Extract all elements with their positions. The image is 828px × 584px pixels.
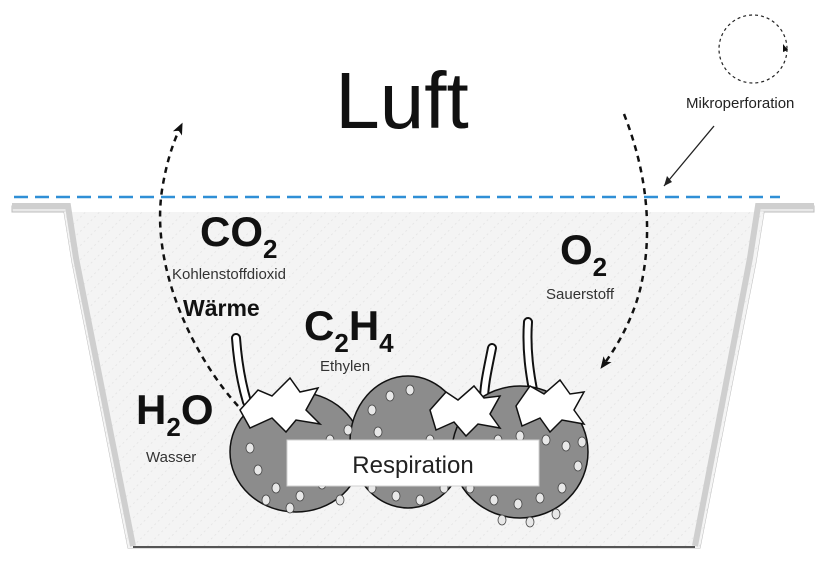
- o2-caption: Sauerstoff: [546, 286, 615, 303]
- c2h4-formula: C2H4: [304, 302, 394, 358]
- co2-caption: Kohlenstoffdioxid: [172, 266, 286, 283]
- h2o-formula: H2O: [136, 386, 213, 442]
- outflow-arrow: [158, 122, 239, 407]
- h2o-caption: Wasser: [146, 449, 196, 466]
- svg-text:CO2: CO2: [200, 208, 277, 264]
- perforation-pointer-head: [664, 176, 672, 186]
- co2-formula: CO2: [200, 208, 277, 264]
- perforation-label: Mikroperforation: [686, 95, 794, 112]
- svg-text:O2: O2: [560, 226, 607, 282]
- c2h4-caption: Ethylen: [320, 358, 370, 375]
- diagram-title: Luft: [335, 56, 468, 145]
- svg-text:C2H4: C2H4: [304, 302, 394, 358]
- perforation-icon: [718, 14, 788, 84]
- inflow-arrow: [600, 113, 649, 369]
- respiration-box: [286, 439, 540, 487]
- respiration-label: Respiration: [352, 452, 473, 479]
- perforation-pointer-line: [663, 125, 715, 187]
- heat-label: Wärme: [183, 295, 260, 321]
- o2-formula: O2: [560, 226, 607, 282]
- svg-text:H2O: H2O: [136, 386, 213, 442]
